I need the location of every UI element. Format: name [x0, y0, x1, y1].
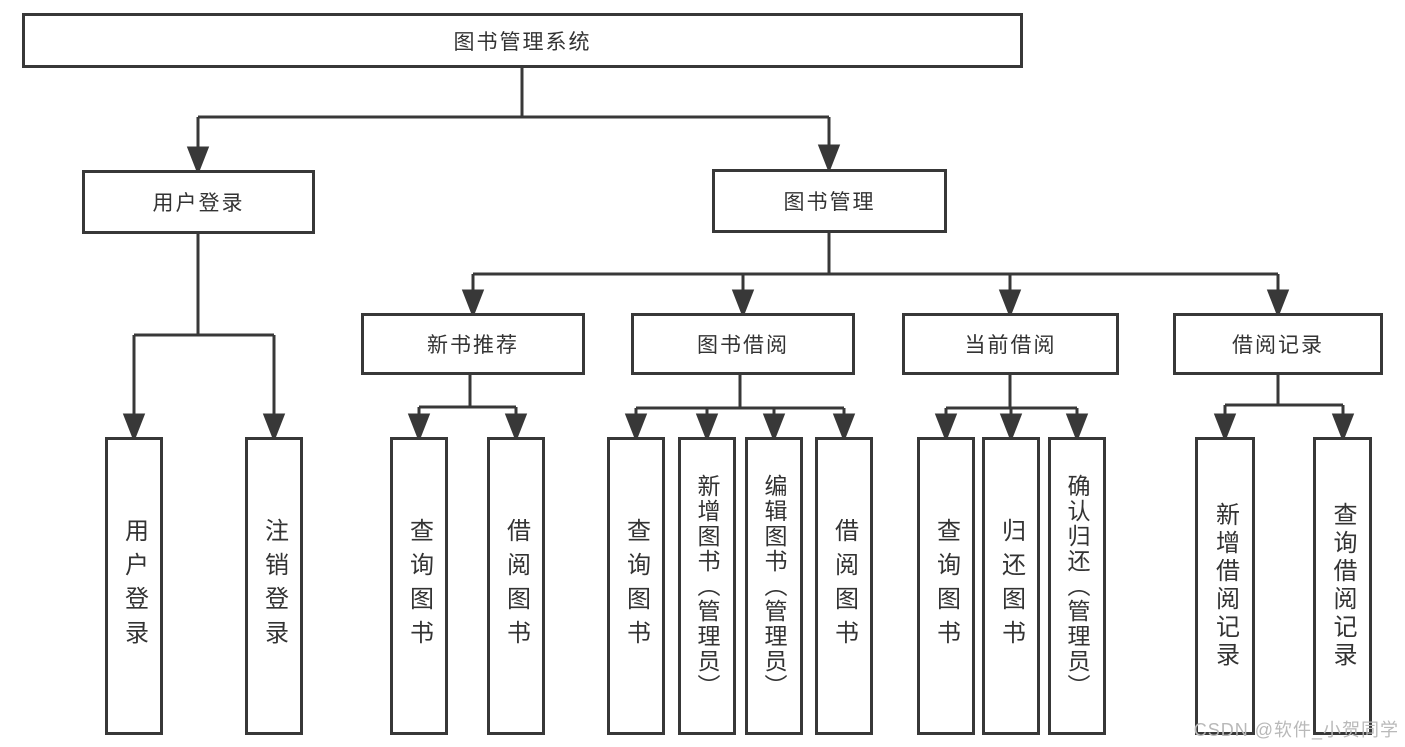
connector-borrow-records-children	[1213, 374, 1355, 443]
node-leaf-edit-books-admin: 编辑图书（管理员）	[745, 437, 803, 735]
node-leaf-query-books-3: 查询图书	[917, 437, 975, 735]
node-label: 新书推荐	[427, 334, 519, 357]
node-borrow-records: 借阅记录	[1173, 313, 1383, 375]
node-label: 查询图书	[622, 518, 650, 654]
node-label: 用户登录	[120, 518, 148, 654]
node-leaf-query-books-2: 查询图书	[607, 437, 665, 735]
node-label: 当前借阅	[964, 334, 1057, 357]
connector-new-book-recommend-children	[407, 375, 528, 443]
connector-book-management-children	[461, 233, 1290, 319]
node-leaf-return-books: 归还图书	[982, 437, 1040, 735]
node-label: 用户登录	[152, 192, 245, 215]
csdn-watermark: CSDN @软件_小贺同学	[1193, 720, 1399, 740]
node-label: 查询图书	[405, 518, 433, 654]
connector-root-to-level2	[186, 68, 841, 176]
node-label: 新增借阅记录	[1211, 502, 1239, 670]
node-leaf-borrow-books-2: 借阅图书	[815, 437, 873, 735]
node-label: 借阅图书	[502, 518, 530, 654]
node-current-borrowing: 当前借阅	[902, 313, 1119, 375]
node-label: 确认归还（管理员）	[1064, 473, 1090, 699]
connector-current-borrowing-children	[934, 375, 1089, 443]
node-label: 借阅记录	[1232, 334, 1324, 357]
node-label: 注销登录	[260, 518, 288, 654]
node-label: 归还图书	[997, 518, 1025, 654]
node-label: 图书借阅	[697, 334, 789, 357]
node-leaf-logout: 注销登录	[245, 437, 303, 735]
node-leaf-confirm-return-admin: 确认归还（管理员）	[1048, 437, 1106, 735]
node-user-login: 用户登录	[82, 170, 315, 234]
node-new-book-recommend: 新书推荐	[361, 313, 585, 375]
node-label: 编辑图书（管理员）	[761, 473, 787, 699]
node-book-borrowing: 图书借阅	[631, 313, 855, 375]
connector-user-login-children	[122, 234, 286, 443]
node-leaf-add-books-admin: 新增图书（管理员）	[678, 437, 736, 735]
node-label: 查询图书	[932, 518, 960, 654]
node-leaf-borrow-books-1: 借阅图书	[487, 437, 545, 735]
node-leaf-query-books-1: 查询图书	[390, 437, 448, 735]
node-label: 查询借阅记录	[1329, 502, 1356, 670]
node-label: 新增图书（管理员）	[694, 473, 720, 699]
connector-book-borrowing-children	[624, 375, 856, 443]
node-leaf-query-borrow-record: 查询借阅记录	[1313, 437, 1372, 735]
node-book-management: 图书管理	[712, 169, 947, 233]
node-leaf-user-login: 用户登录	[105, 437, 163, 735]
node-label: 图书管理系统	[453, 30, 592, 54]
node-library-system: 图书管理系统	[22, 13, 1023, 68]
node-label: 借阅图书	[830, 518, 858, 654]
node-label: 图书管理	[783, 191, 876, 214]
node-leaf-add-borrow-record: 新增借阅记录	[1195, 437, 1255, 735]
